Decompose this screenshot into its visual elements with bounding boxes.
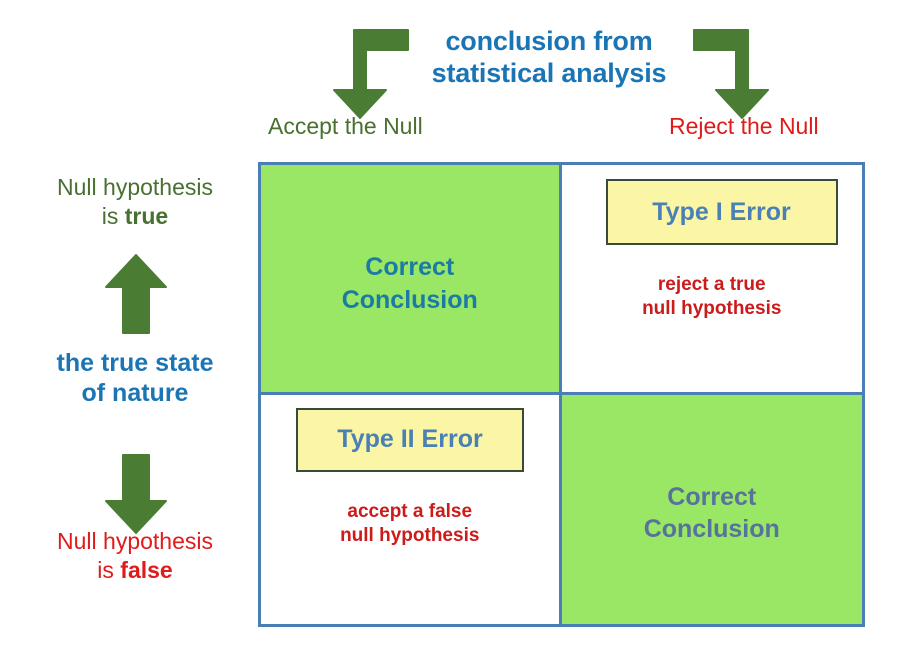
column-header-reject-null: Reject the Null <box>669 113 819 139</box>
type-i-error-chip: Type I Error <box>605 179 838 245</box>
row-header-null-true: Null hypothesis is true <box>6 173 264 232</box>
type-ii-error-description: accept a false null hypothesis <box>261 500 559 549</box>
row-header-null-false-line1: Null hypothesis <box>57 528 213 554</box>
state-label-line1: the true state <box>56 349 214 377</box>
correct-conclusion-tl-line1: Correct <box>365 253 455 281</box>
decision-matrix: Correct Conclusion Type I Error reject a… <box>258 162 865 627</box>
type-ii-desc-line1: accept a false <box>347 500 473 522</box>
type-ii-desc-line2: null hypothesis <box>340 524 480 546</box>
state-label-line2: of nature <box>81 379 189 407</box>
matrix-cell-correct-conclusion-reject-false: Correct Conclusion <box>561 394 863 624</box>
row-true-prefix: is <box>101 203 125 230</box>
correct-conclusion-br-line1: Correct <box>667 482 757 511</box>
correct-conclusion-tl-line2: Conclusion <box>341 285 478 314</box>
row-false-emphasis: false <box>120 557 173 584</box>
header-title-line2: statistical analysis <box>431 57 667 88</box>
matrix-cell-correct-conclusion-accept-true: Correct Conclusion <box>261 165 562 395</box>
cell-label-correct-conclusion: Correct Conclusion <box>261 251 559 316</box>
matrix-cell-type-i-error: Type I Error reject a true null hypothes… <box>561 165 863 395</box>
row-header-null-false-line2: is false <box>6 556 264 585</box>
axis-label-true-state-of-nature: the true state of nature <box>6 348 264 408</box>
arrow-down-icon <box>105 454 167 534</box>
type-i-desc-line2: null hypothesis <box>642 298 782 320</box>
arrow-up-icon <box>105 254 167 334</box>
row-header-null-true-line2: is true <box>6 202 264 231</box>
row-true-emphasis: true <box>124 203 169 230</box>
type-i-error-description: reject a true null hypothesis <box>562 273 863 322</box>
column-header-accept-null: Accept the Null <box>268 113 423 139</box>
matrix-cell-type-ii-error: Type II Error accept a false null hypoth… <box>261 394 562 624</box>
row-false-prefix: is <box>97 557 121 584</box>
row-header-null-true-line1: Null hypothesis <box>57 174 213 200</box>
elbow-arrow-down-right-icon <box>693 29 769 119</box>
type-ii-error-chip: Type II Error <box>296 407 524 472</box>
header-title-line1: conclusion from <box>445 26 653 56</box>
header-title: conclusion from statistical analysis <box>404 26 694 89</box>
elbow-arrow-down-left-icon <box>333 29 409 119</box>
cell-label-correct-conclusion: Correct Conclusion <box>562 481 863 546</box>
correct-conclusion-br-line2: Conclusion <box>643 515 780 543</box>
row-header-null-false: Null hypothesis is false <box>6 527 264 586</box>
type-i-desc-line1: reject a true <box>657 274 766 295</box>
